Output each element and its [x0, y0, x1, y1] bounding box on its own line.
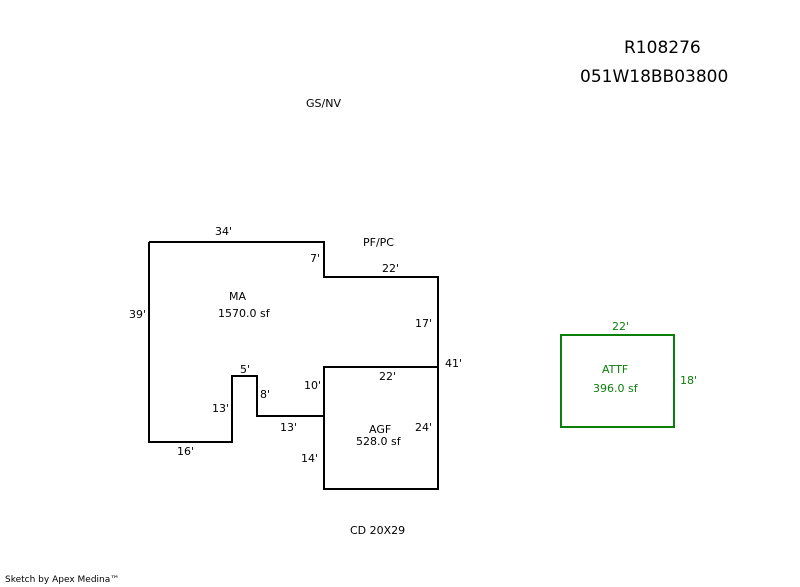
- dim-ma-notch-right: 8': [260, 388, 271, 401]
- dim-ma-bottom-left: 16': [177, 445, 195, 458]
- dim-attf-top: 22': [612, 320, 630, 333]
- agf-code: AGF: [369, 423, 392, 436]
- dim-ma-notch-top: 5': [240, 363, 251, 376]
- map-taxlot: 051W18BB03800: [580, 67, 729, 87]
- agf-area: 528.0 sf: [356, 435, 401, 448]
- dim-ma-right-upper: 17': [415, 317, 433, 330]
- attf-outline: [560, 334, 675, 428]
- dim-agf-left-lower: 14': [301, 452, 319, 465]
- sketch-credit: Sketch by Apex Medina™: [5, 575, 120, 585]
- dim-ma-right-total: 41': [445, 357, 463, 370]
- dim-ma-upper-right: 22': [382, 262, 400, 275]
- attf-code: ATTF: [602, 363, 629, 376]
- dim-attf-right: 18': [680, 374, 698, 387]
- account-id: R108276: [624, 38, 701, 58]
- ma-code: MA: [229, 290, 247, 303]
- agf-outline: [323, 366, 439, 490]
- note-gs-nv: GS/NV: [306, 97, 341, 110]
- dim-ma-lower-horizontal: 13': [280, 421, 298, 434]
- ma-area: 1570.0 sf: [218, 307, 270, 320]
- dim-ma-left: 39': [129, 308, 147, 321]
- attf-area: 396.0 sf: [593, 382, 638, 395]
- dim-ma-step-down: 7': [310, 252, 321, 265]
- note-cd: CD 20X29: [350, 524, 406, 537]
- dim-ma-top: 34': [215, 225, 233, 238]
- dim-ma-notch-left: 13': [212, 402, 230, 415]
- dim-agf-top: 22': [379, 370, 397, 383]
- note-pf-pc: PF/PC: [363, 236, 394, 249]
- dim-agf-left-upper: 10': [304, 379, 322, 392]
- dim-agf-right: 24': [415, 421, 433, 434]
